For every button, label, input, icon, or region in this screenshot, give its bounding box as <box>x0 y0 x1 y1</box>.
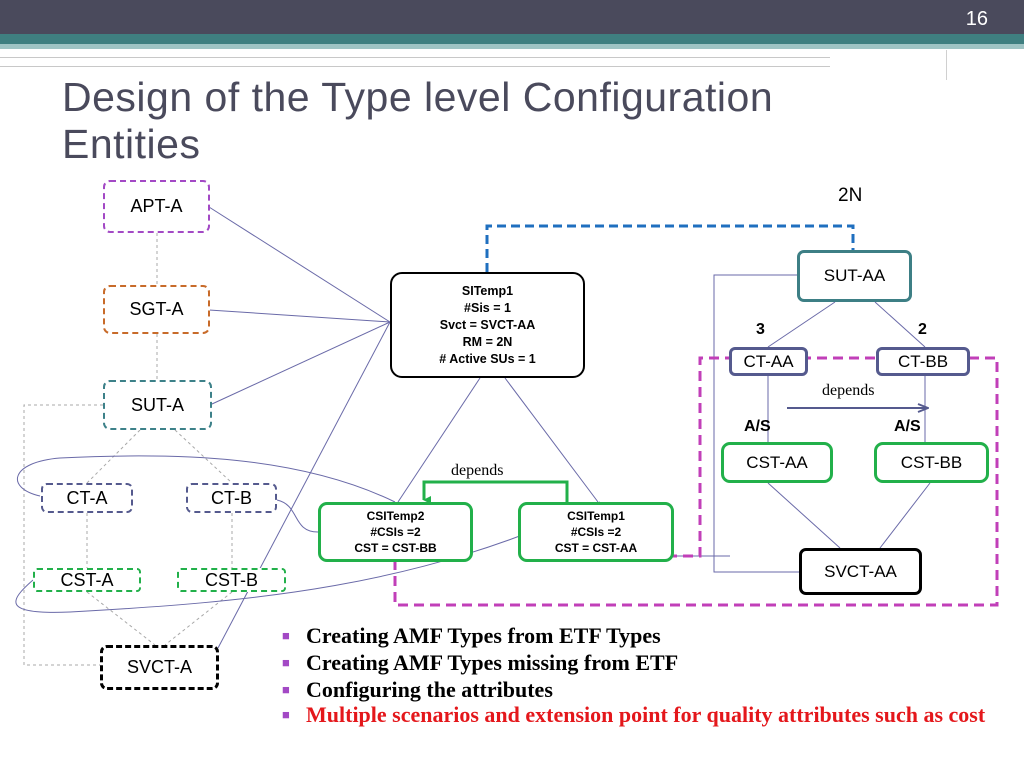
bullet-item: ■ Creating AMF Types from ETF Types <box>282 622 1002 649</box>
bullet-text: Creating AMF Types from ETF Types <box>306 623 661 648</box>
csitemp1-csis: #CSIs =2 <box>570 525 622 539</box>
header-rule <box>0 66 830 67</box>
bullet-square-icon: ■ <box>282 707 290 722</box>
header-accent-stripe <box>0 44 1024 49</box>
ct-a-node: CT-A <box>41 483 133 513</box>
bullet-square-icon: ■ <box>282 628 290 643</box>
header-accent-band <box>0 34 1024 44</box>
sitemp1-svct: Svct = SVCT-AA <box>439 317 536 332</box>
csitemp1-name: CSITemp1 <box>567 509 625 523</box>
depends-label-right: depends <box>822 382 875 399</box>
sitemp1-active-sus: # Active SUs = 1 <box>439 351 536 366</box>
sitemp1-name: SITemp1 <box>461 283 514 298</box>
depends-label-middle: depends <box>451 462 504 479</box>
service-group-boundary <box>393 356 999 607</box>
svct-a-node: SVCT-A <box>100 645 219 690</box>
bullet-text: Creating AMF Types missing from ETF <box>306 650 679 675</box>
csitemp2-node: CSITemp2 #CSIs =2 CST = CST-BB <box>318 502 473 562</box>
ct-aa-count: 3 <box>756 321 765 338</box>
bullet-item: ■ Creating AMF Types missing from ETF <box>282 649 1002 676</box>
slide-title: Design of the Type level Configuration E… <box>62 74 774 167</box>
bullet-text: Configuring the attributes <box>306 677 553 702</box>
sitemp-links <box>15 206 730 649</box>
sitemp1-node: SITemp1 #Sis = 1 Svct = SVCT-AA RM = 2N … <box>390 272 585 378</box>
sitemp1-sis: #Sis = 1 <box>464 300 511 315</box>
csitemp2-name: CSITemp2 <box>366 509 425 523</box>
ct-b-node: CT-B <box>186 483 277 513</box>
bullet-square-icon: ■ <box>282 682 290 697</box>
cst-a-node: CST-A <box>33 568 141 592</box>
ct-aa-node: CT-AA <box>729 347 808 376</box>
bullet-item: ■ Multiple scenarios and extension point … <box>282 703 1002 727</box>
cst-aa-node: CST-AA <box>721 442 833 483</box>
csitemp1-node: CSITemp1 #CSIs =2 CST = CST-AA <box>518 502 674 562</box>
role-label-left: A/S <box>744 418 771 435</box>
apt-a-node: APT-A <box>103 180 210 233</box>
depends-arrow-middle <box>422 480 569 504</box>
sgt-a-node: SGT-A <box>103 285 210 334</box>
sut-a-node: SUT-A <box>103 380 212 430</box>
bullet-square-icon: ■ <box>282 655 290 670</box>
cst-bb-node: CST-BB <box>874 442 989 483</box>
redundancy-link <box>485 224 855 272</box>
sut-aa-node: SUT-AA <box>797 250 912 302</box>
header-rule <box>0 57 830 58</box>
slide-number: 16 <box>965 8 988 30</box>
ct-bb-count: 2 <box>918 321 927 338</box>
cst-b-node: CST-B <box>177 568 286 592</box>
csitemp2-csis: #CSIs =2 <box>370 525 421 539</box>
svct-aa-node: SVCT-AA <box>799 548 922 595</box>
bullet-list: ■ Creating AMF Types from ETF Types ■ Crea… <box>282 622 1002 727</box>
role-label-right: A/S <box>894 418 921 435</box>
ct-bb-node: CT-BB <box>876 347 970 376</box>
csitemp1-cst: CST = CST-AA <box>554 541 638 555</box>
redundancy-model-label: 2N <box>838 185 863 206</box>
bullet-item: ■ Configuring the attributes <box>282 676 1002 703</box>
header-rule-vertical <box>946 50 947 80</box>
bullet-text: Multiple scenarios and extension point f… <box>306 702 986 727</box>
sitemp1-rm: RM = 2N <box>462 334 513 349</box>
header-bar <box>0 0 1024 34</box>
csitemp2-cst: CST = CST-BB <box>354 541 437 555</box>
